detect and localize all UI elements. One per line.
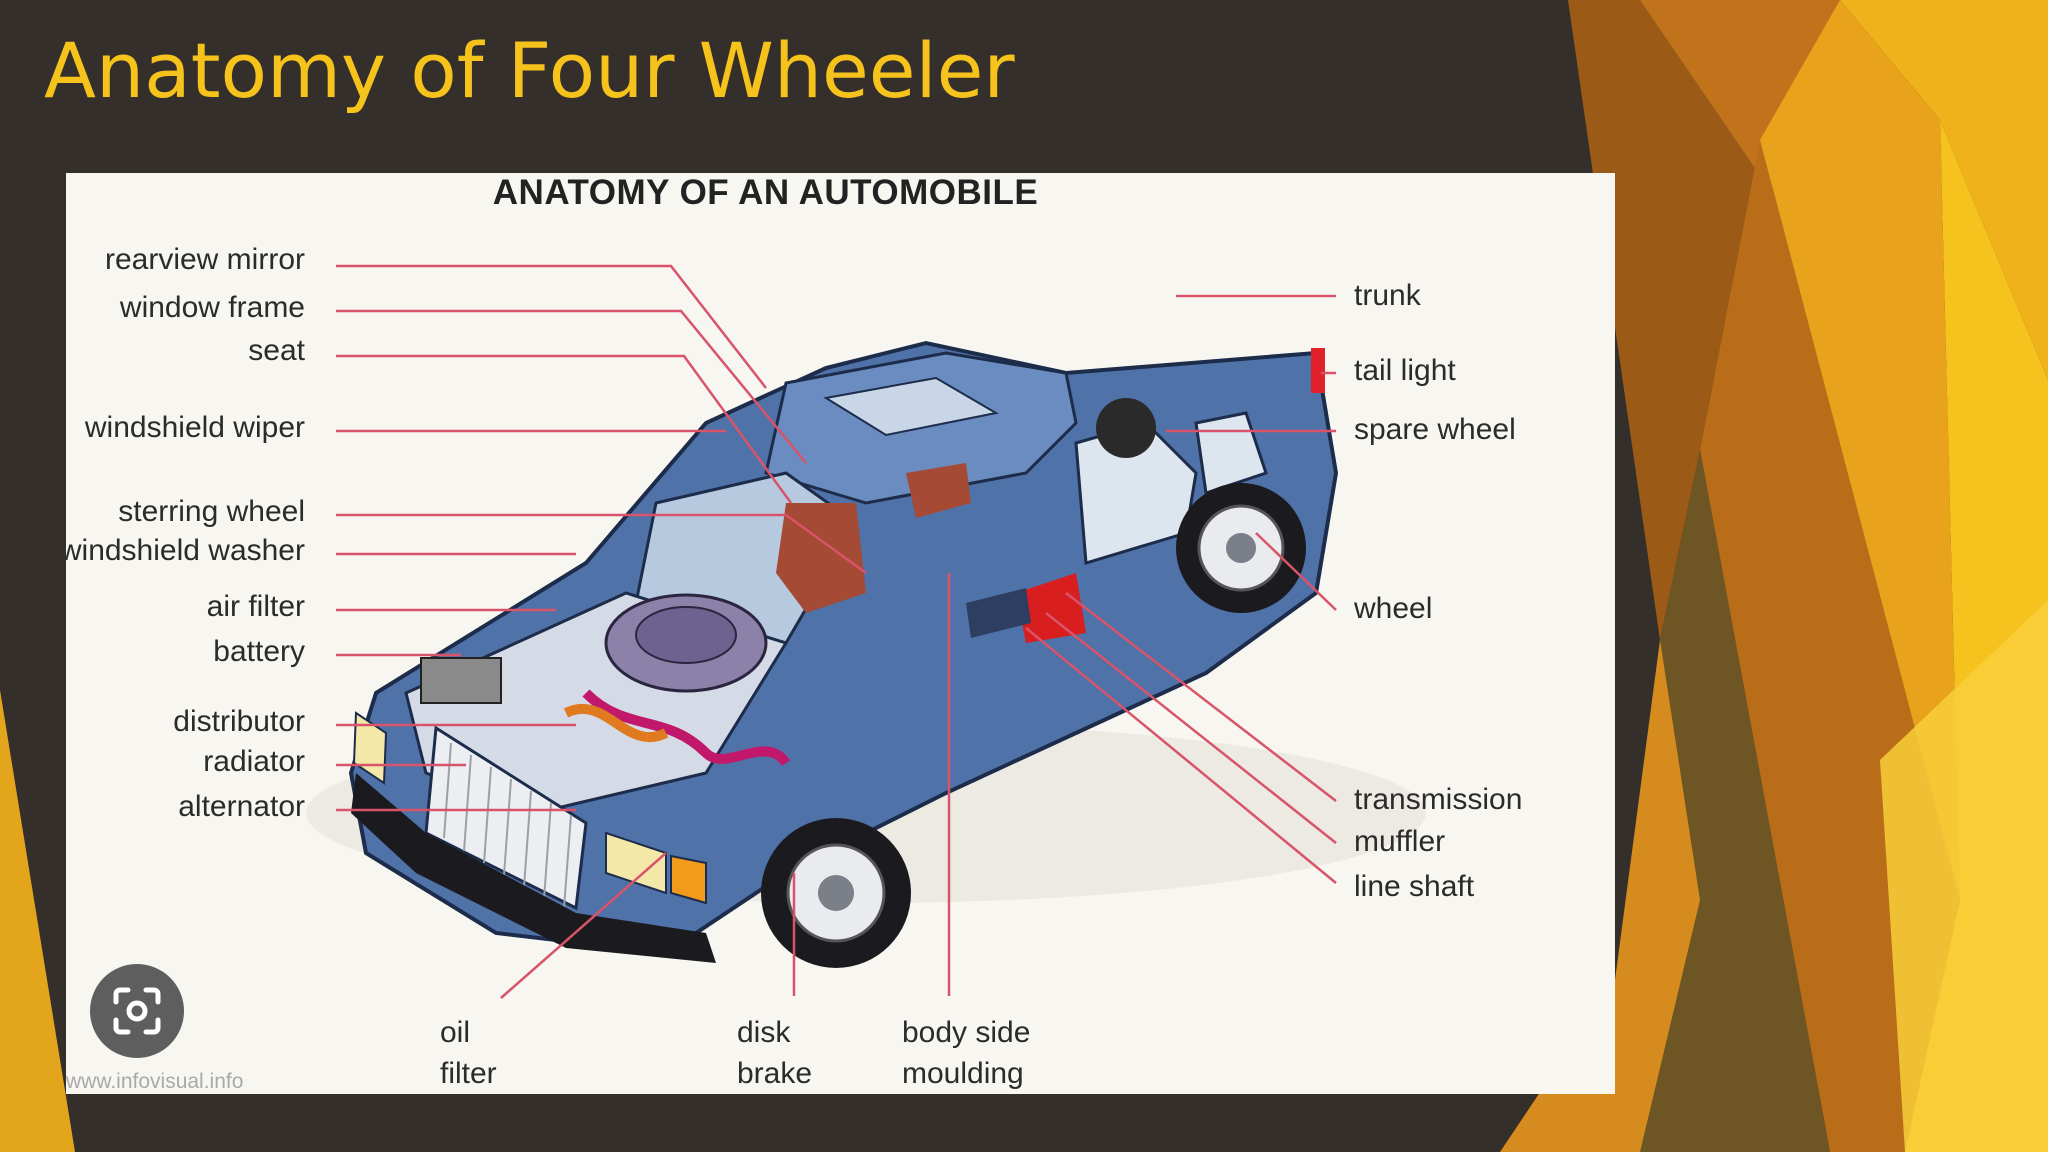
label-spare-wheel: spare wheel xyxy=(1354,413,1516,446)
lens-search-button[interactable] xyxy=(90,964,184,1058)
label-window-frame: window frame xyxy=(119,291,305,324)
leader-line xyxy=(336,354,793,504)
label-trunk: trunk xyxy=(1354,279,1421,312)
leader-line xyxy=(336,309,807,464)
label-body-side-moulding-line1: body side xyxy=(902,1016,1031,1049)
leader-line xyxy=(500,852,667,999)
image-credit: www.infovisual.info xyxy=(66,1070,244,1093)
label-distributor: distributor xyxy=(173,705,305,738)
label-transmission: transmission xyxy=(1354,783,1523,816)
label-muffler: muffler xyxy=(1354,825,1446,858)
label-sterring-wheel: sterring wheel xyxy=(118,495,305,528)
facet xyxy=(1880,600,2048,1152)
label-alternator: alternator xyxy=(178,790,305,823)
leader-line xyxy=(1065,592,1337,802)
facet xyxy=(1840,0,2048,380)
label-oil-filter-line1: oil xyxy=(440,1016,471,1049)
leader-line xyxy=(1255,532,1337,611)
label-oil-filter-line2: filter xyxy=(440,1057,497,1090)
facet xyxy=(1500,640,1700,1152)
slide-title: Anatomy of Four Wheeler xyxy=(44,26,1015,115)
car-drawing xyxy=(306,340,1426,968)
diagram-heading: ANATOMY OF AN AUTOMOBILE xyxy=(492,173,1039,212)
facet xyxy=(1568,0,1760,640)
label-radiator: radiator xyxy=(203,745,305,778)
label-seat: seat xyxy=(248,334,305,367)
label-wheel: wheel xyxy=(1354,592,1433,625)
label-tail-light: tail light xyxy=(1354,354,1456,387)
label-windshield-washer: windshield washer xyxy=(66,534,305,567)
facet xyxy=(1640,450,1830,1152)
label-battery: battery xyxy=(213,635,305,668)
car-illustration xyxy=(306,264,1426,999)
facet xyxy=(1760,0,1960,900)
leader-lines xyxy=(336,264,1337,999)
leader-line xyxy=(336,264,767,389)
label-air-filter: air filter xyxy=(206,590,305,623)
label-disk-brake-line1: disk xyxy=(737,1016,791,1049)
facet xyxy=(1640,0,1840,190)
label-disk-brake-line2: brake xyxy=(737,1057,813,1090)
leader-line xyxy=(1025,627,1337,884)
label-rearview-mirror: rearview mirror xyxy=(104,243,305,276)
label-body-side-moulding-line2: moulding xyxy=(902,1057,1024,1090)
label-windshield-wiper: windshield wiper xyxy=(84,411,305,444)
google-lens-icon xyxy=(113,987,161,1035)
leader-line xyxy=(1045,612,1337,844)
diagram-panel: ANATOMY OF AN AUTOMOBILE rearview mirror… xyxy=(66,173,1615,1094)
facet xyxy=(0,690,75,1152)
leader-line xyxy=(336,513,867,575)
label-line-shaft: line shaft xyxy=(1354,870,1475,903)
